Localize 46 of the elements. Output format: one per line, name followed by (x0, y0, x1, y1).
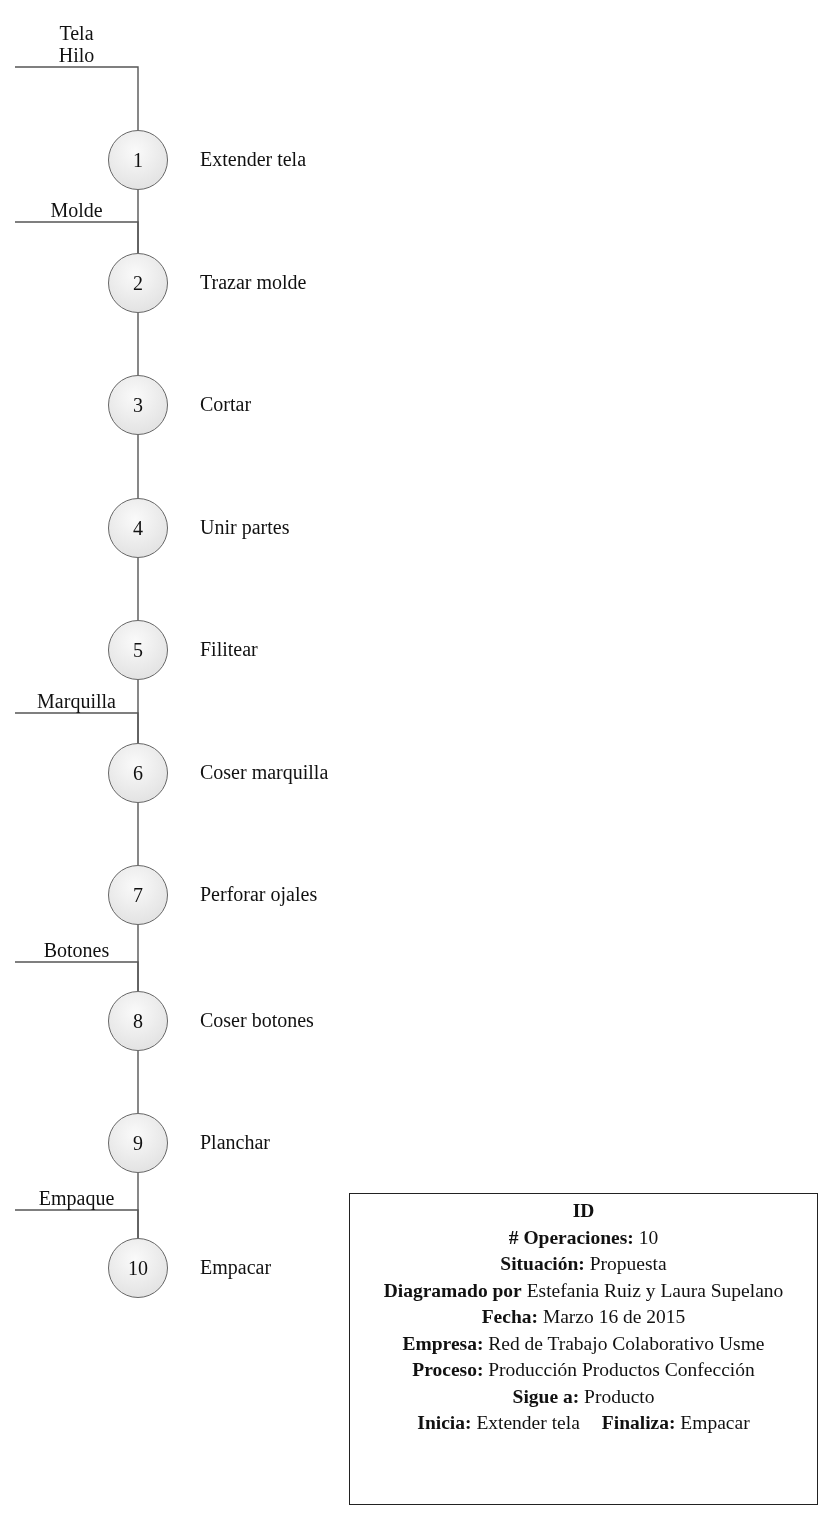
operation-label: Coser marquilla (200, 762, 329, 782)
operation-label: Unir partes (200, 517, 290, 537)
operation-label: Cortar (200, 394, 252, 414)
info-line: Sigue a: Producto (511, 1384, 656, 1409)
info-line: Situación: Propuesta (499, 1252, 668, 1276)
info-line: Inicia: Extender tela (417, 1411, 580, 1435)
material-label: Tela Hilo (15, 22, 138, 66)
operation-label: Coser botones (200, 1010, 314, 1030)
info-line: Proceso: Producción Productos Confección (411, 1358, 756, 1382)
connector-line (137, 557, 139, 621)
operation-circle: 7 (108, 865, 168, 925)
operation-label: Empacar (200, 1257, 272, 1277)
info-line: Empresa: Red de Trabajo Colaborativo Usme (401, 1331, 766, 1356)
connector-line (137, 312, 139, 376)
info-box (349, 1193, 818, 1505)
operation-circle: 5 (108, 620, 168, 680)
material-label: Molde (15, 199, 138, 221)
operation-circle: 10 (108, 1238, 168, 1298)
info-heading: ID (571, 1199, 596, 1223)
operation-circle: 2 (108, 253, 168, 313)
connector-line (137, 1050, 139, 1114)
info-line: Fecha: Marzo 16 de 2015 (480, 1305, 687, 1329)
operation-circle: 8 (108, 991, 168, 1051)
operation-circle: 1 (108, 130, 168, 190)
connector-line (137, 802, 139, 866)
info-line: # Operaciones: 10 (507, 1225, 660, 1250)
operation-circle: 3 (108, 375, 168, 435)
connector-line (137, 434, 139, 499)
operation-label: Perforar ojales (200, 884, 318, 904)
material-label: Empaque (15, 1187, 138, 1209)
connector-line (14, 1209, 139, 1239)
info-line: Diagramado por Estefania Ruiz y Laura Supelano (382, 1278, 785, 1303)
operation-circle: 4 (108, 498, 168, 558)
material-label: Marquilla (15, 690, 138, 712)
connector-line (14, 66, 139, 131)
info-line: Finaliza: Empacar (601, 1411, 750, 1435)
operation-circle: 9 (108, 1113, 168, 1173)
operation-label: Extender tela (200, 149, 307, 169)
connector-line (14, 221, 139, 254)
operation-label: Planchar (200, 1132, 270, 1152)
operation-label: Trazar molde (200, 272, 307, 292)
operation-label: Filitear (200, 639, 258, 659)
connector-line (14, 712, 139, 744)
material-label: Botones (15, 939, 138, 961)
operation-circle: 6 (108, 743, 168, 803)
connector-line (14, 961, 139, 992)
